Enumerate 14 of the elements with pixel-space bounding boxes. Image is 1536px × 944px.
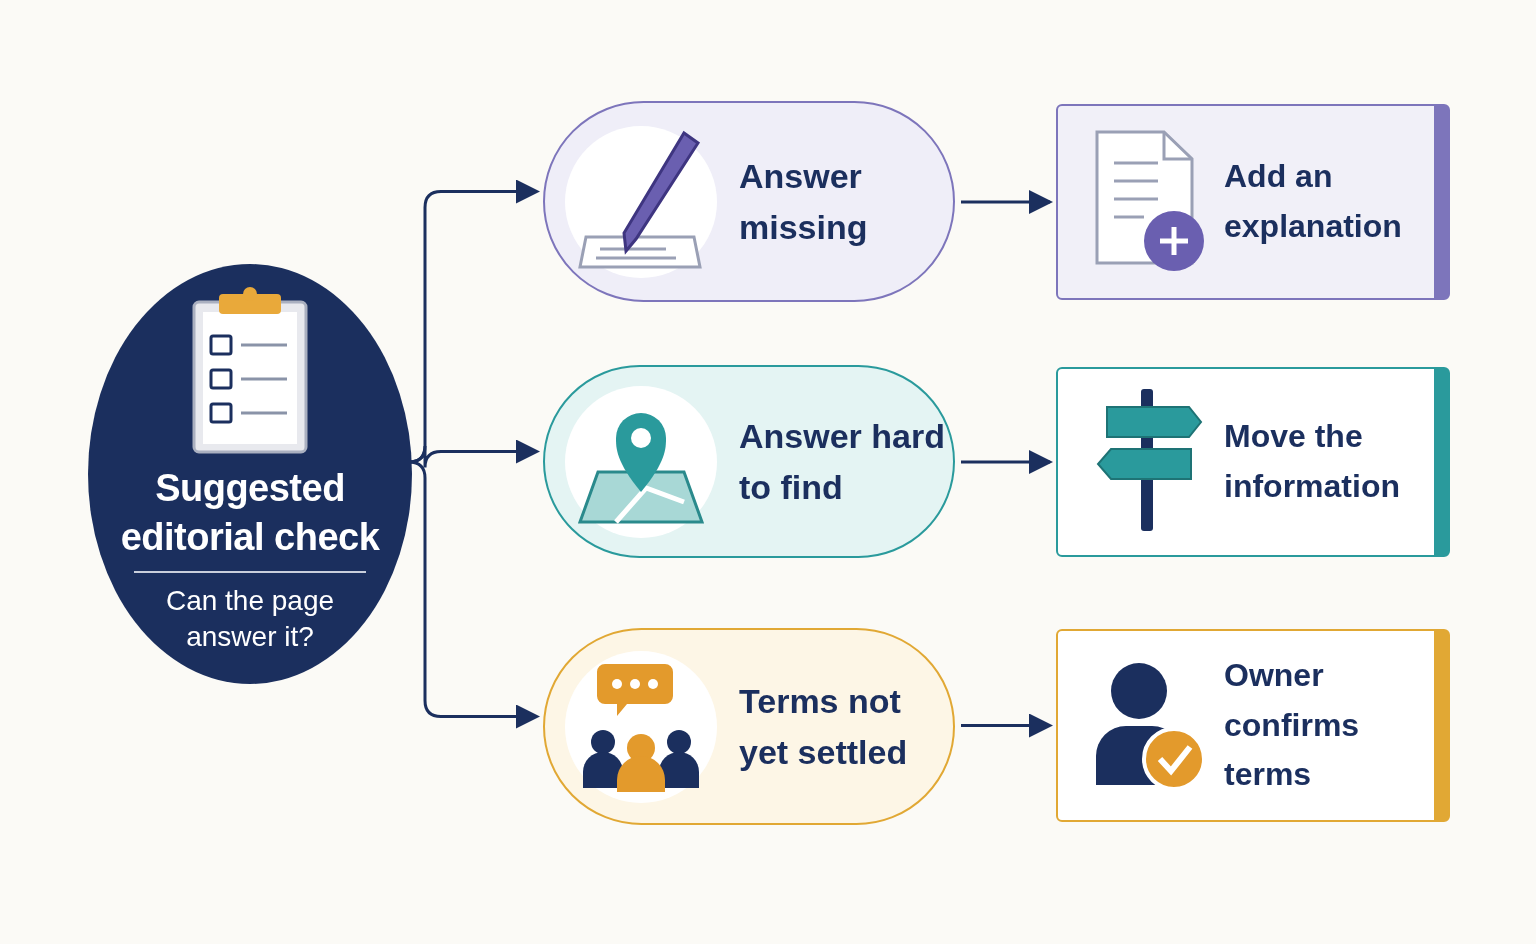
arrow: [961, 713, 1053, 738]
issue-text: Answer hard to find: [739, 415, 946, 508]
issue-text: Terms not yet settled: [739, 680, 909, 773]
action-card: [1056, 104, 1450, 300]
action-card: [1056, 629, 1450, 822]
title-text: Suggested editorial check: [119, 466, 381, 561]
action-card: [1056, 367, 1450, 557]
action-text: Owner confirms terms: [1224, 656, 1361, 795]
issue-text: Answer missing: [739, 155, 869, 248]
arrow: [961, 190, 1053, 214]
question-text: Can the page answer it?: [164, 583, 336, 655]
arrow: [961, 450, 1053, 474]
action-text: Add an explanation: [1224, 157, 1403, 246]
action-text: Move the information: [1224, 417, 1401, 506]
